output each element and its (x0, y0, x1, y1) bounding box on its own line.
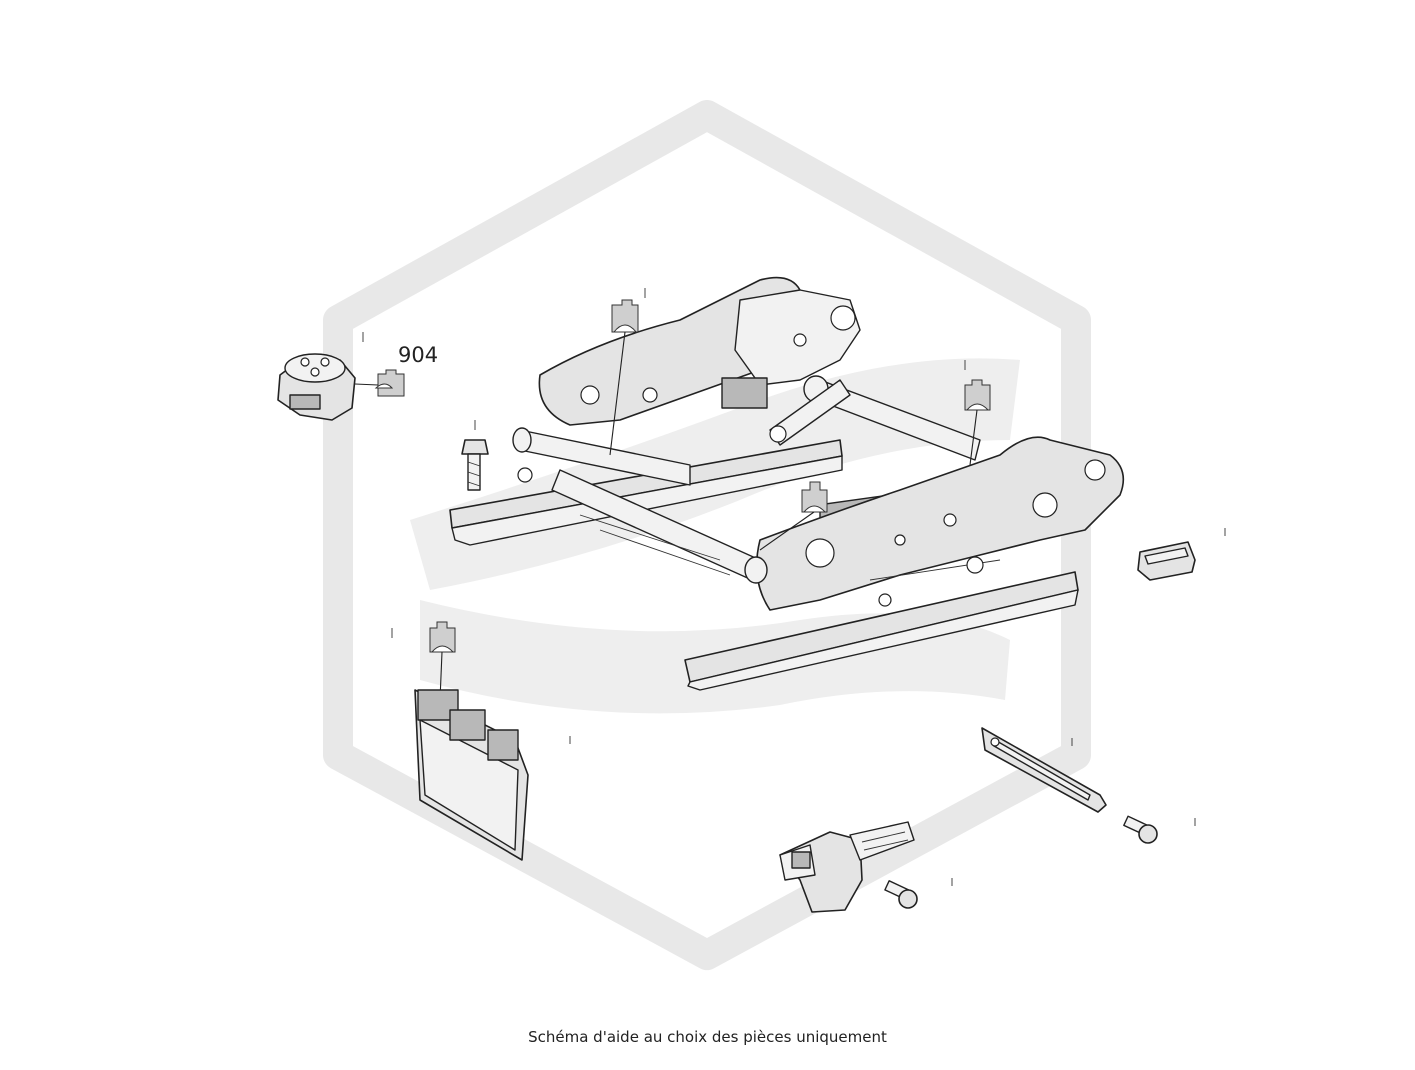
frame-tags (609, 299, 991, 551)
connector-plug[interactable] (1137, 541, 1196, 581)
callout-904: 904 (398, 343, 438, 367)
bolt-rear[interactable] (461, 439, 489, 491)
motor-tag: 904 (354, 343, 438, 397)
control-module[interactable] (414, 621, 529, 861)
diagram-caption: Schéma d'aide au choix des pièces unique… (528, 1028, 887, 1046)
reference-ticks (362, 288, 1226, 886)
guide-bracket[interactable] (981, 727, 1107, 813)
bolt-right[interactable] (1123, 815, 1158, 844)
sensor-bracket[interactable] (779, 821, 915, 913)
seat-frame-assembly[interactable] (449, 276, 1125, 691)
bolt-bottom[interactable] (884, 880, 918, 909)
motor-unit[interactable] (277, 353, 356, 421)
